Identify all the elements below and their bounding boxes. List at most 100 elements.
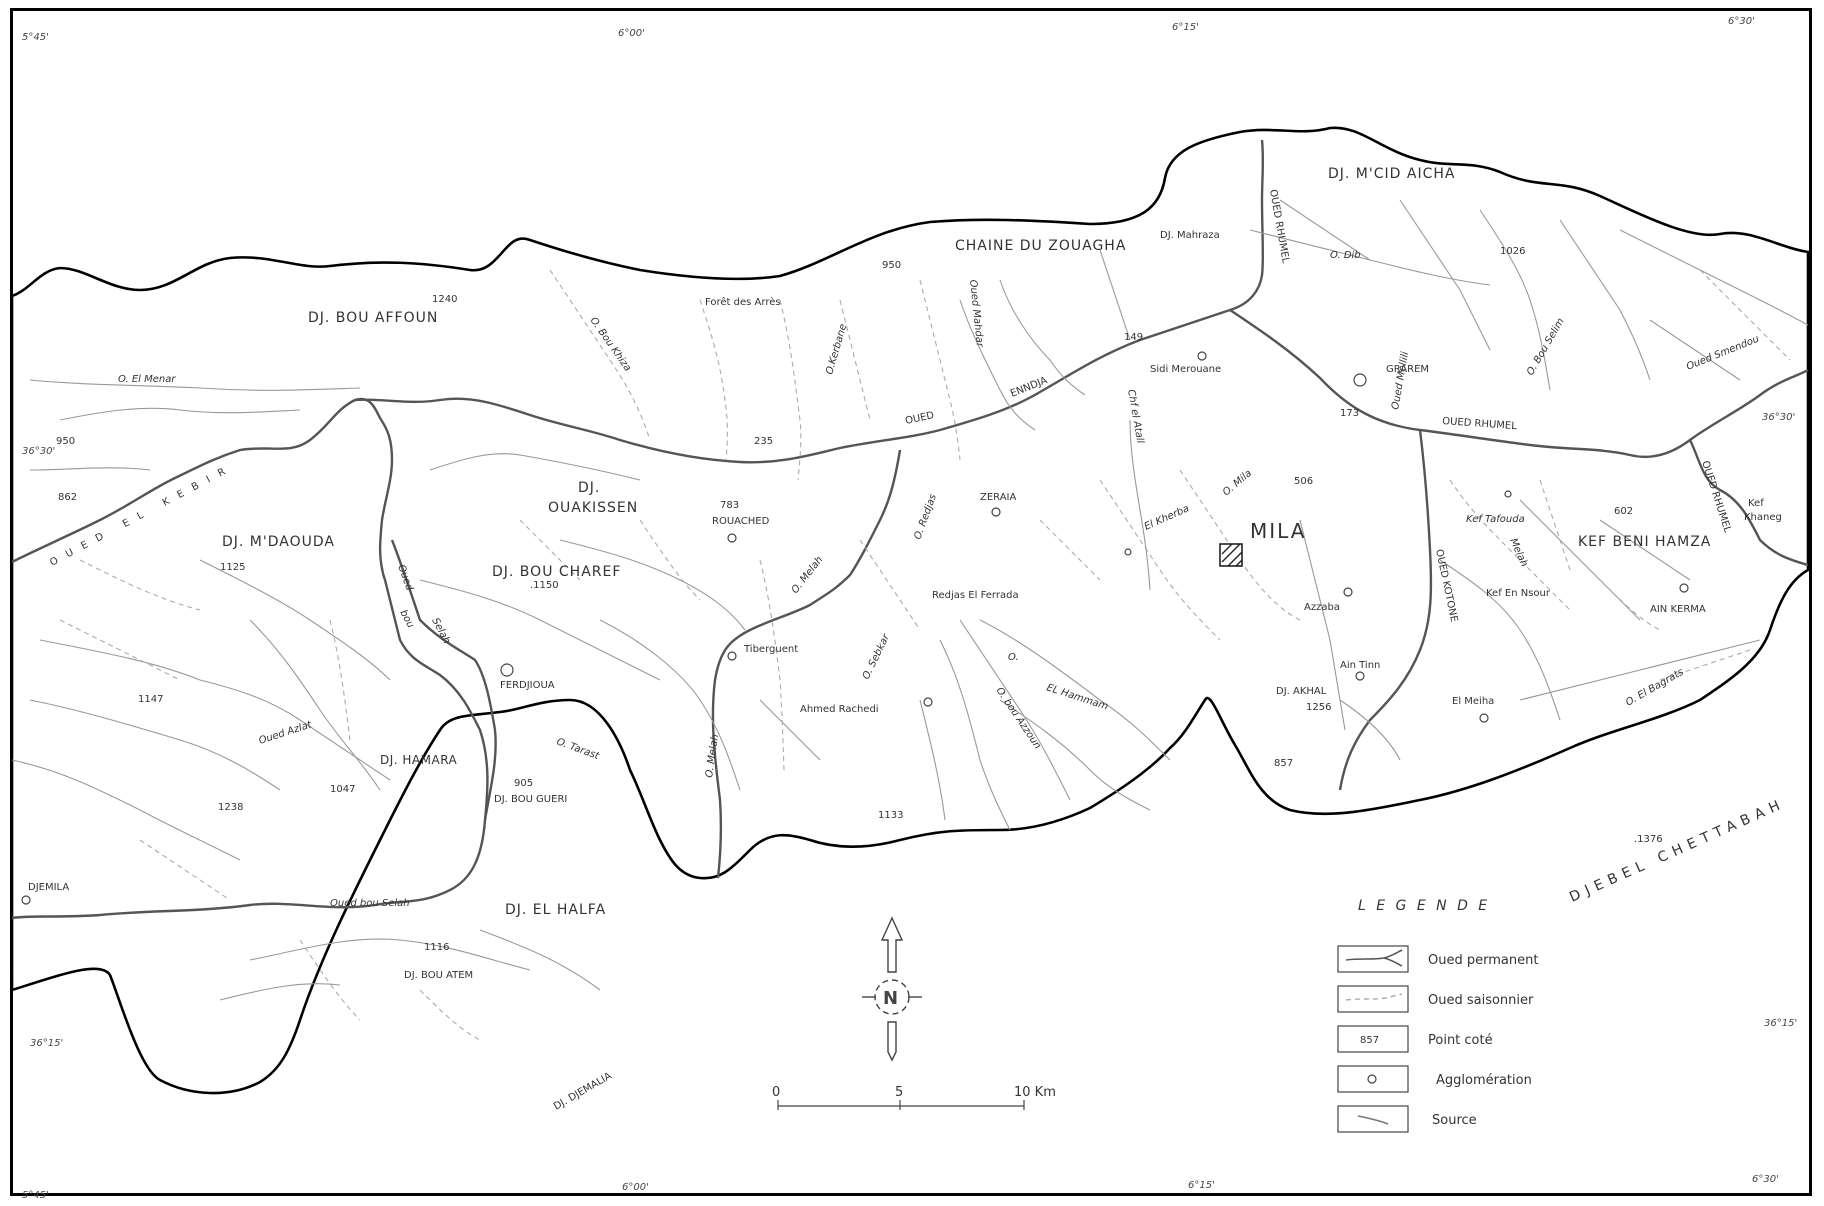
legend-title: L E G E N D E bbox=[1358, 898, 1490, 914]
label-kef-beni-hamza: KEF BENI HAMZA bbox=[1578, 534, 1711, 550]
coord-lon-5-45-top: 5°45' bbox=[22, 32, 49, 43]
label-dj-akhal: DJ. AKHAL bbox=[1276, 686, 1327, 697]
label-oued-mahdar: Oued Mahdar bbox=[967, 279, 985, 348]
label-dj-mcid-aicha: DJ. M'CID AICHA bbox=[1328, 166, 1455, 182]
label-o-el-hammam-1: O. bbox=[1008, 652, 1019, 663]
label-oued-bou-selah-1: Oued bbox=[395, 563, 415, 592]
stream-network bbox=[11, 199, 1809, 1001]
label-dj-mahraza: DJ. Mahraza bbox=[1160, 230, 1220, 241]
elev-1240: 1240 bbox=[432, 294, 457, 305]
oued-enndja bbox=[354, 139, 1265, 464]
legend: L E G E N D E Oued permanent Oued saison… bbox=[1337, 898, 1538, 1133]
elev-862: 862 bbox=[58, 492, 77, 503]
label-sidi-merouane: Sidi Merouane bbox=[1150, 364, 1221, 375]
town-zeraia bbox=[991, 507, 1001, 517]
oued-rhumel bbox=[1229, 309, 1809, 459]
elev-1147: 1147 bbox=[138, 694, 163, 705]
coord-lon-6-00-bottom: 6°00' bbox=[622, 1182, 649, 1193]
label-ain-kerma: AIN KERMA bbox=[1650, 604, 1706, 615]
elev-1047: 1047 bbox=[330, 784, 355, 795]
oued-kotone bbox=[1338, 429, 1433, 791]
label-o-melah-lower: O. Melah bbox=[704, 733, 721, 778]
label-o-mila: O. Mila bbox=[1221, 468, 1254, 498]
elev-905: 905 bbox=[514, 778, 533, 789]
town-kef-tafouda bbox=[1504, 490, 1512, 498]
oued-melah bbox=[711, 449, 902, 879]
label-chf-el-atall: Chf el Atall bbox=[1125, 389, 1145, 445]
elevation-points: 1240 950 862 1125 1147 1238 1047 905 111… bbox=[56, 246, 1663, 953]
label-dj-bou-atem: DJ. BOU ATEM bbox=[404, 970, 473, 981]
label-oued-mellili: Oued Mellili bbox=[1390, 351, 1411, 411]
coord-lon-6-30-top: 6°30' bbox=[1728, 16, 1755, 27]
label-oued-rhumel-east: OUED RHUMEL bbox=[1442, 416, 1518, 432]
label-mila: MILA bbox=[1250, 519, 1306, 543]
label-o-el-menar: O. El Menar bbox=[118, 374, 176, 385]
elev-1256: 1256 bbox=[1306, 702, 1331, 713]
coord-lat-36-30-left: 36°30' bbox=[22, 446, 55, 457]
label-oued-enndja-1: OUED bbox=[904, 410, 935, 427]
town-ain-tinn bbox=[1355, 671, 1365, 681]
oued-rhumel-ne bbox=[1688, 439, 1809, 567]
town-azzaba bbox=[1343, 587, 1353, 597]
legend-point-cote-sample: 857 bbox=[1360, 1035, 1379, 1046]
elev-173: 173 bbox=[1340, 408, 1359, 419]
label-oued-rhumel-north: OUED RHUMEL bbox=[1267, 189, 1291, 265]
label-ahmed-rachedi: Ahmed Rachedi bbox=[800, 704, 879, 715]
scale-five: 5 bbox=[895, 1085, 903, 1100]
oued-el-kebir bbox=[11, 397, 489, 920]
elev-235: 235 bbox=[754, 436, 773, 447]
elev-1238: 1238 bbox=[218, 802, 243, 813]
town-sidi-merouane bbox=[1197, 351, 1207, 361]
legend-point-cote: Point coté bbox=[1428, 1033, 1493, 1048]
label-kef-khaneg-2: Khaneg bbox=[1744, 512, 1782, 523]
elev-149: 149 bbox=[1124, 332, 1143, 343]
label-o-melah-upper: O. Melah bbox=[790, 555, 826, 596]
coord-lon-5-45-bottom: 5°45' bbox=[22, 1190, 49, 1201]
town-symbols bbox=[21, 351, 1689, 905]
label-kef-tafouda: Kef Tafouda bbox=[1466, 514, 1525, 525]
label-djemila: DJEMILA bbox=[28, 882, 69, 893]
coord-lon-6-15-bottom: 6°15' bbox=[1188, 1180, 1215, 1191]
town-djemila bbox=[21, 895, 31, 905]
town-ain-kerma bbox=[1679, 583, 1689, 593]
label-oued-bou-selah-south: Oued bou Selah bbox=[330, 898, 410, 909]
map-frame bbox=[10, 8, 1812, 1196]
mila-city-symbol bbox=[1219, 543, 1243, 567]
label-el-hammam: EL Hammam bbox=[1045, 682, 1110, 712]
elev-1026: 1026 bbox=[1500, 246, 1525, 257]
label-foret-des-arres: Forêt des Arrès bbox=[705, 296, 781, 308]
label-ain-tinn: Ain Tinn bbox=[1340, 660, 1380, 671]
label-o-redjas: O. Redjas bbox=[912, 493, 939, 541]
label-el-kherba: El Kherba bbox=[1143, 503, 1191, 533]
label-oued-el-kebir: OUED EL KEBIR bbox=[48, 462, 236, 569]
town-grarem bbox=[1353, 373, 1367, 387]
town-ferdjioua bbox=[500, 663, 514, 677]
north-arrow: N bbox=[862, 916, 922, 1062]
coord-lon-6-15-top: 6°15' bbox=[1172, 22, 1199, 33]
label-o-dib: O. Dib bbox=[1330, 250, 1361, 261]
legend-source: Source bbox=[1432, 1113, 1477, 1128]
label-o-kerbane: O.Kerbane bbox=[824, 323, 849, 376]
town-centre-dot bbox=[1124, 548, 1132, 556]
label-oued-rhumel-ne: OUED RHUMEL bbox=[1699, 460, 1733, 535]
oued-bou-selah bbox=[390, 539, 497, 821]
elev-602: 602 bbox=[1614, 506, 1633, 517]
mila-hatch bbox=[1221, 543, 1243, 567]
coord-lon-6-00-top: 6°00' bbox=[618, 28, 645, 39]
label-melah-east: Melah bbox=[1507, 537, 1529, 569]
elev-1133: 1133 bbox=[878, 810, 903, 821]
elev-783: 783 bbox=[720, 500, 739, 511]
label-kef-en-nsour: Kef En Nsour bbox=[1486, 588, 1551, 599]
seasonal-stream-network bbox=[59, 269, 1791, 1041]
label-oued-azlat: Oued Azlat bbox=[258, 719, 315, 747]
label-dj-hamara: DJ. HAMARA bbox=[380, 753, 458, 767]
label-oued-smendou: Oued Smendou bbox=[1685, 334, 1761, 373]
elev-857: 857 bbox=[1274, 758, 1293, 769]
legend-seasonal: Oued saisonnier bbox=[1428, 993, 1534, 1008]
label-o-bou-khiza: O. Bou Khiza bbox=[588, 315, 633, 373]
label-o-bou-azzoun: O. bou Azzoun bbox=[994, 686, 1043, 752]
label-dj-bou-gueri: DJ. BOU GUERI bbox=[494, 794, 567, 805]
label-oued-bou-selah-2: bou bbox=[397, 608, 416, 630]
label-oued-kotone: OUED KOTONE bbox=[1433, 548, 1459, 623]
